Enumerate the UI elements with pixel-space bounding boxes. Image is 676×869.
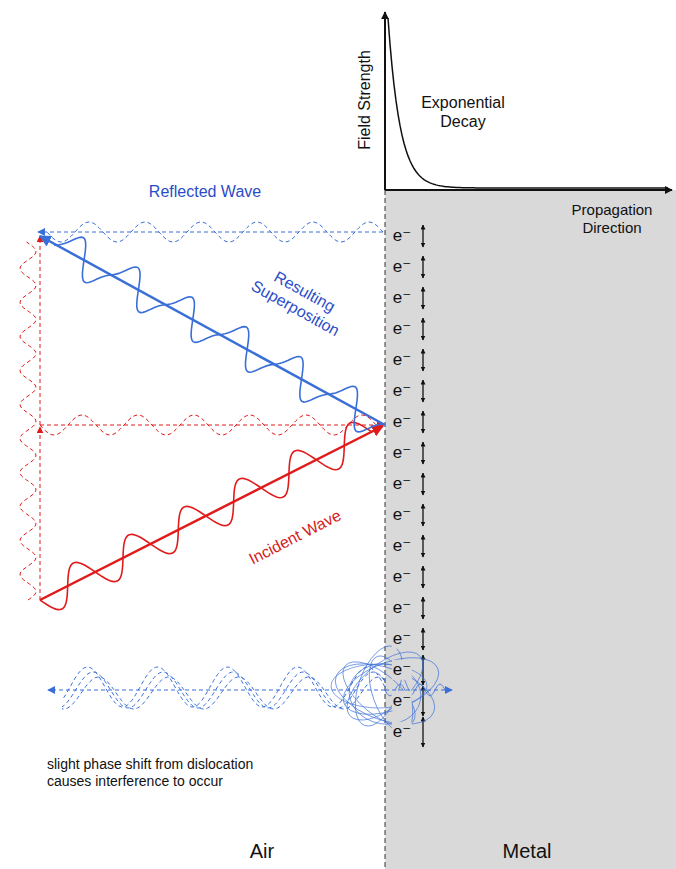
superposition-wave — [54, 237, 383, 432]
electron-label: e⁻ — [392, 691, 412, 711]
electron-label: e⁻ — [392, 505, 412, 525]
oscillation-loop — [331, 664, 427, 708]
electron-oscillation-arrow — [422, 597, 423, 619]
electron-oscillation-arrow — [422, 473, 423, 495]
y-axis — [384, 12, 386, 190]
electron-label: e⁻ — [392, 660, 412, 680]
axis-label: Field Strength — [355, 50, 374, 150]
electron-label: e⁻ — [392, 257, 412, 277]
electron-oscillation-arrow — [422, 380, 423, 402]
electron-oscillation-arrow — [422, 256, 423, 278]
electron-label: e⁻ — [392, 474, 412, 494]
electron-label: e⁻ — [392, 629, 412, 649]
vertical-component — [40, 427, 41, 600]
electron-label: e⁻ — [392, 350, 412, 370]
incident-horizontal-axis — [40, 425, 383, 426]
oscillation-loop — [336, 646, 446, 725]
decay-curve — [388, 18, 668, 188]
vertical-wave — [20, 242, 36, 600]
incident-ray — [40, 426, 383, 600]
axis-label: Propagation Direction — [560, 201, 664, 237]
oscillation-loop — [336, 640, 435, 733]
x-axis — [385, 189, 672, 191]
electron-oscillation-arrow — [422, 411, 423, 433]
electron-oscillation-arrow — [422, 628, 423, 650]
oscillation-loop — [344, 658, 425, 730]
electron-oscillation-arrow — [422, 442, 423, 464]
electron-oscillation-arrow — [422, 535, 423, 557]
electron-label: e⁻ — [392, 226, 412, 246]
vertical-component — [40, 236, 41, 425]
note: slight phase shift from dislocation caus… — [47, 756, 279, 790]
oscillation-loop — [346, 640, 412, 733]
superposition-ray — [40, 236, 385, 425]
phase-shifted-axis — [48, 690, 385, 691]
phase-shifted-wave — [62, 677, 385, 709]
incident-horizontal-wave — [40, 415, 378, 435]
incident-wave — [40, 422, 372, 609]
electron-oscillation-arrow — [422, 566, 423, 588]
wave-label: Incident Wave — [246, 506, 345, 569]
curve-label: Exponential Decay — [413, 93, 513, 131]
electron-oscillation-arrow — [422, 504, 423, 526]
electron-label: e⁻ — [392, 443, 412, 463]
metal-region — [385, 190, 676, 869]
wave-label: Reflected Wave — [149, 182, 261, 201]
electron-oscillation-arrow — [422, 349, 423, 371]
electron-label: e⁻ — [392, 381, 412, 401]
reflected-axis — [38, 232, 383, 233]
region-label: Air — [250, 839, 274, 863]
region-label: Metal — [503, 839, 552, 863]
electron-label: e⁻ — [392, 598, 412, 618]
electron-label: e⁻ — [392, 412, 412, 432]
electron-oscillation-arrow — [422, 318, 423, 340]
interface-line — [385, 190, 386, 869]
electron-oscillation-arrow — [422, 225, 423, 247]
electron-label: e⁻ — [392, 567, 412, 587]
electron-label: e⁻ — [392, 722, 412, 742]
electron-label: e⁻ — [392, 536, 412, 556]
reflected-wave — [45, 222, 383, 242]
electron-label: e⁻ — [392, 319, 412, 339]
wave-label: Resulting Superposition — [239, 255, 361, 346]
electron-oscillation-arrow — [422, 287, 423, 309]
electron-label: e⁻ — [392, 288, 412, 308]
